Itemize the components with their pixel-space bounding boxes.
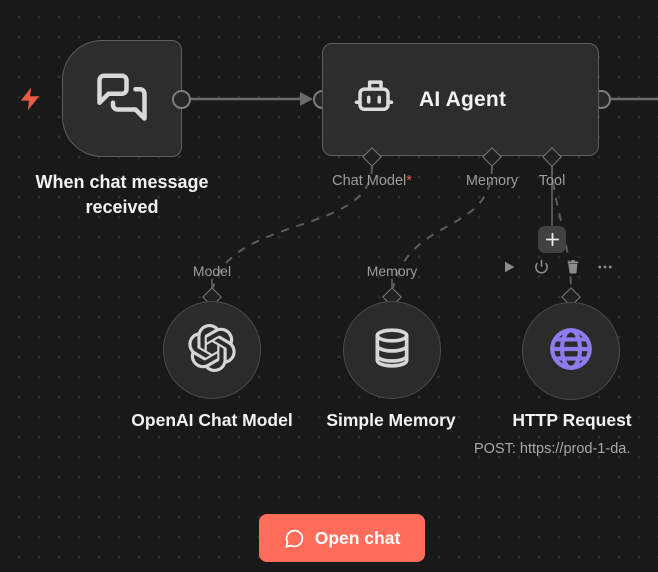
- open-chat-button[interactable]: Open chat: [259, 514, 425, 562]
- trigger-output-port[interactable]: [172, 90, 191, 109]
- agent-node-title: AI Agent: [419, 87, 507, 111]
- port-label-chat-model: Chat Model*: [332, 173, 412, 189]
- globe-icon: [546, 324, 596, 379]
- open-chat-label: Open chat: [314, 527, 401, 548]
- node-openai-chat-model[interactable]: [163, 301, 261, 399]
- database-icon: [370, 326, 414, 375]
- edge-arrowhead-icon: [300, 92, 313, 106]
- node-ai-agent[interactable]: AI Agent: [322, 43, 599, 156]
- chat-bubble-icon: [284, 528, 305, 549]
- port-label-tool: Tool: [538, 173, 566, 189]
- power-icon[interactable]: [532, 258, 550, 276]
- robot-icon: [353, 76, 395, 123]
- port-label-memory: Memory: [465, 173, 519, 189]
- openai-logo-icon: [188, 323, 236, 377]
- node-when-chat-message-received[interactable]: [62, 40, 182, 157]
- add-tool-button[interactable]: [538, 226, 566, 253]
- subport-label-memory: Memory: [366, 263, 418, 279]
- ellipsis-icon[interactable]: [596, 258, 614, 276]
- play-icon[interactable]: [500, 258, 518, 276]
- trigger-bolt-icon: [17, 85, 43, 118]
- node-simple-memory[interactable]: [343, 301, 441, 399]
- node-http-request[interactable]: [522, 302, 620, 400]
- trash-icon[interactable]: [564, 258, 582, 276]
- subport-label-model: Model: [192, 263, 232, 279]
- chat-bubbles-icon: [95, 69, 149, 128]
- http-node-subtitle: POST: https://prod-1-da.: [474, 441, 631, 457]
- required-asterisk: *: [406, 173, 412, 189]
- memory-node-title: Simple Memory: [326, 410, 456, 430]
- openai-node-title: OpenAI Chat Model: [131, 410, 293, 430]
- trigger-node-title: When chat message received: [35, 172, 209, 217]
- http-node-title: HTTP Request: [512, 410, 632, 430]
